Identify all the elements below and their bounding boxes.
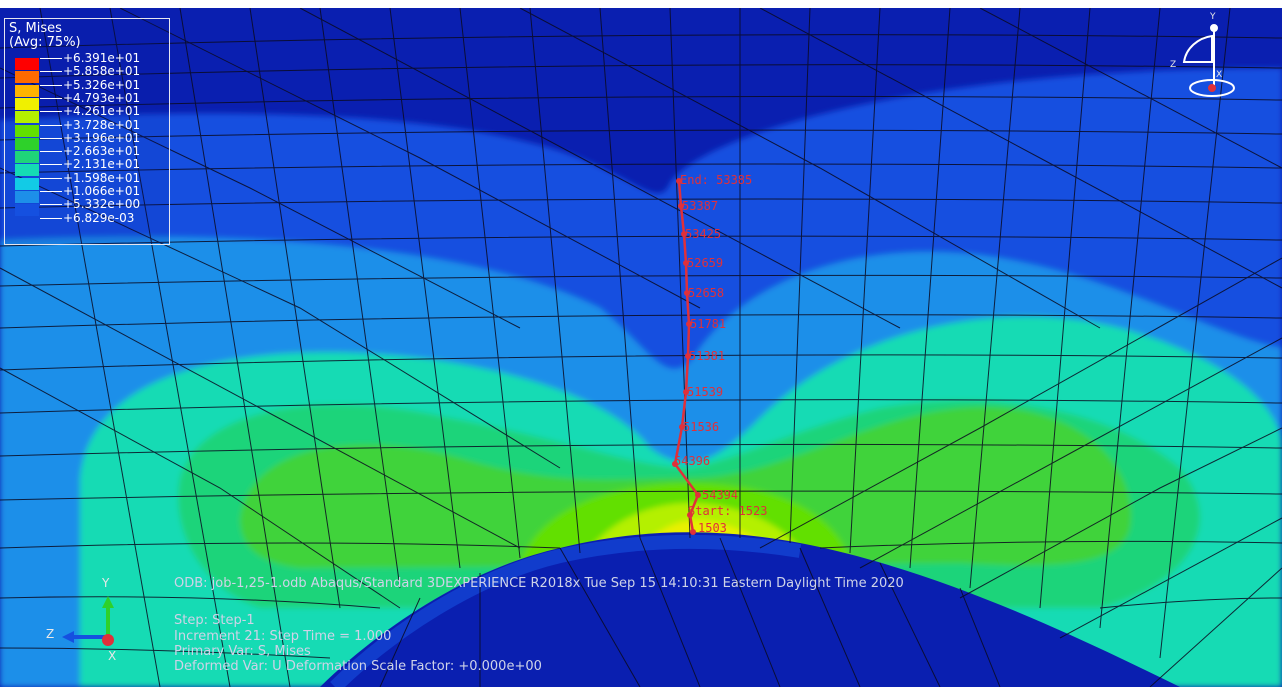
path-node-label: 51539 bbox=[687, 385, 724, 399]
path-end-label: End: 53385 bbox=[680, 173, 753, 187]
footer-primary-var: Primary Var: S, Mises bbox=[174, 644, 311, 659]
legend-tick-label: +1.066e+01 bbox=[63, 184, 141, 198]
triad-z-label: Z bbox=[46, 627, 55, 641]
legend-tick bbox=[40, 124, 62, 126]
legend-tick-label: +2.131e+01 bbox=[63, 157, 141, 172]
legend-tick bbox=[40, 177, 62, 179]
legend-subtitle: (Avg: 75%) bbox=[9, 35, 81, 50]
legend-title: S, Mises bbox=[9, 21, 62, 36]
footer-step: Step: Step-1 bbox=[174, 613, 255, 628]
triad-top-x-label: X bbox=[1216, 70, 1223, 80]
legend-tick-label: +5.332e+00 bbox=[63, 197, 141, 212]
footer-increment: Increment 21: Step Time = 1.000 bbox=[174, 629, 392, 644]
triad-top bbox=[1182, 24, 1235, 97]
path-node-label: 54394 bbox=[702, 488, 739, 502]
legend-tick-label: +1.598e+01 bbox=[63, 170, 141, 185]
path-node-label: 51781 bbox=[690, 317, 727, 331]
path-polyline bbox=[672, 178, 701, 535]
legend-tick bbox=[40, 58, 62, 59]
triad-x-label: X bbox=[108, 649, 117, 663]
path-start-label: Start: 1523 bbox=[688, 504, 768, 518]
legend-tick bbox=[40, 111, 62, 113]
legend-swatch bbox=[15, 58, 39, 70]
legend-swatch bbox=[15, 97, 39, 110]
triad-top-y-label: Y bbox=[1210, 12, 1216, 22]
model-viewport[interactable]: S, Mises (Avg: 75%) +6.391e+01+5.858e+01… bbox=[0, 8, 1282, 687]
legend-tick-label: +6.391e+01 bbox=[63, 51, 141, 65]
path-node-label: 52658 bbox=[688, 286, 725, 300]
legend-tick-label: +3.196e+01 bbox=[63, 130, 141, 145]
legend-tick bbox=[40, 191, 62, 192]
legend-tick bbox=[40, 204, 62, 206]
triad-top-z-label: Z bbox=[1170, 60, 1177, 70]
path-node-label: 53425 bbox=[685, 227, 722, 241]
legend-tick-label: +2.663e+01 bbox=[63, 144, 141, 159]
legend-swatch bbox=[15, 84, 39, 97]
triad-y-label: Y bbox=[102, 576, 110, 590]
legend-tick-label: +6.829e-03 bbox=[63, 210, 135, 225]
mesh-lines bbox=[0, 8, 1282, 687]
legend-swatch bbox=[15, 177, 39, 190]
legend-tick bbox=[40, 84, 62, 86]
contour-plot[interactable] bbox=[0, 8, 1282, 687]
footer-deformed-var: Deformed Var: U Deformation Scale Factor… bbox=[174, 659, 542, 674]
path-node-label: 54396 bbox=[674, 454, 711, 468]
legend-tick-label: +4.261e+01 bbox=[63, 104, 141, 119]
legend-swatch bbox=[15, 71, 39, 84]
legend-tick-label: +3.728e+01 bbox=[63, 117, 141, 132]
legend-tick-label: +5.858e+01 bbox=[63, 64, 141, 79]
legend-tick bbox=[40, 164, 62, 166]
legend-swatch bbox=[15, 124, 39, 137]
legend-tick bbox=[40, 97, 62, 99]
legend-tick-label: +4.793e+01 bbox=[63, 90, 141, 105]
legend-swatch bbox=[15, 151, 39, 164]
path-node-label: 1503 bbox=[698, 521, 727, 535]
legend-swatch bbox=[15, 111, 39, 124]
legend-swatch bbox=[15, 191, 39, 203]
legend-swatch bbox=[15, 164, 39, 177]
legend-tick bbox=[40, 151, 62, 153]
legend-swatch bbox=[15, 137, 39, 150]
hole-boundary bbox=[320, 532, 1180, 687]
legend-swatch bbox=[15, 204, 39, 217]
footer-odb-info: ODB: job-1,25-1.odb Abaqus/Standard 3DEX… bbox=[174, 576, 904, 591]
path-node-label: 52659 bbox=[687, 256, 724, 270]
path-node-label: 53387 bbox=[682, 199, 719, 213]
legend-tick-label: +5.326e+01 bbox=[63, 77, 141, 92]
legend-tick bbox=[40, 71, 62, 73]
path-node-label: 51381 bbox=[689, 349, 726, 363]
legend-tick bbox=[40, 217, 62, 219]
path-node-label: 51536 bbox=[683, 420, 720, 434]
triad-bottom bbox=[62, 596, 114, 646]
legend-tick bbox=[40, 137, 62, 139]
legend-panel: S, Mises (Avg: 75%) +6.391e+01+5.858e+01… bbox=[4, 18, 170, 245]
